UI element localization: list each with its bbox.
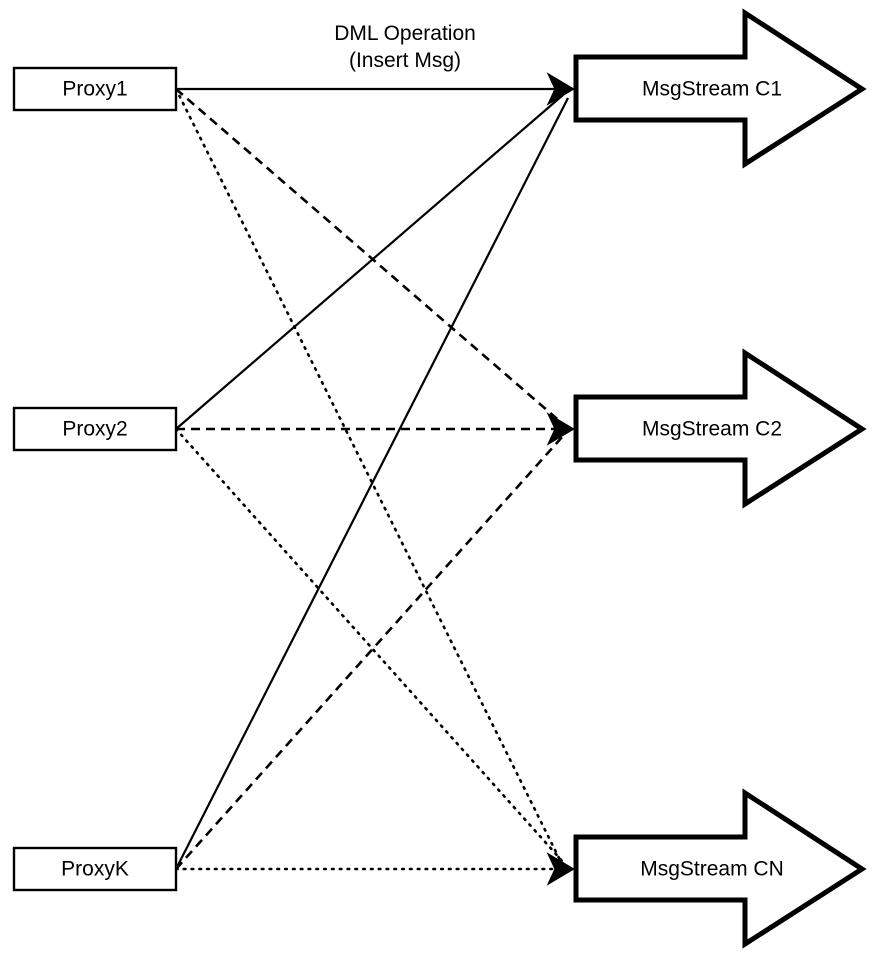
arrowheads-layer bbox=[546, 72, 575, 886]
proxy-node-proxy1[interactable]: Proxy1 bbox=[12, 66, 178, 112]
edge-caption-line2: (Insert Msg) bbox=[349, 49, 461, 72]
link-proxyk-c2 bbox=[175, 435, 564, 870]
proxy-box-proxyk[interactable] bbox=[12, 846, 178, 892]
stream-arrow-shape-stream_c2[interactable] bbox=[573, 348, 867, 509]
proxy-box-proxy2[interactable] bbox=[12, 406, 178, 452]
head-c1 bbox=[546, 72, 575, 106]
stream-arrow-shape-stream_c1[interactable] bbox=[573, 8, 867, 169]
link-proxy1-cn bbox=[174, 87, 563, 864]
proxy-label-proxyk: ProxyK bbox=[61, 858, 129, 881]
proxy-node-proxy2[interactable]: Proxy2 bbox=[12, 406, 178, 452]
proxy-box-proxy1[interactable] bbox=[12, 66, 178, 112]
stream-arrow-shape-stream_cn[interactable] bbox=[573, 788, 867, 949]
stream-node-stream_c2[interactable]: MsgStream C2 bbox=[573, 348, 867, 509]
stream-label-stream_c2: MsgStream C2 bbox=[642, 418, 782, 441]
link-proxy2-cn bbox=[174, 427, 565, 864]
link-proxyk-c1 bbox=[175, 97, 569, 870]
stream-label-stream_c1: MsgStream C1 bbox=[642, 78, 782, 101]
proxy-label-proxy1: Proxy1 bbox=[62, 78, 127, 101]
link-proxy2-c1 bbox=[175, 94, 564, 430]
head-c2 bbox=[546, 412, 575, 446]
stream-nodes-layer: MsgStream C1 MsgStream C2 MsgStream CN bbox=[573, 8, 867, 949]
edge-caption: DML Operation (Insert Msg) bbox=[334, 22, 476, 72]
link-proxy1-c2 bbox=[175, 88, 564, 425]
proxy-node-proxyk[interactable]: ProxyK bbox=[12, 846, 178, 892]
stream-label-stream_cn: MsgStream CN bbox=[640, 858, 784, 881]
stream-node-stream_c1[interactable]: MsgStream C1 bbox=[573, 8, 867, 169]
stream-node-stream_cn[interactable]: MsgStream CN bbox=[573, 788, 867, 949]
links-layer bbox=[174, 87, 569, 871]
edge-caption-line1: DML Operation bbox=[334, 22, 476, 45]
proxy-label-proxy2: Proxy2 bbox=[62, 418, 127, 441]
head-cn bbox=[546, 852, 575, 886]
